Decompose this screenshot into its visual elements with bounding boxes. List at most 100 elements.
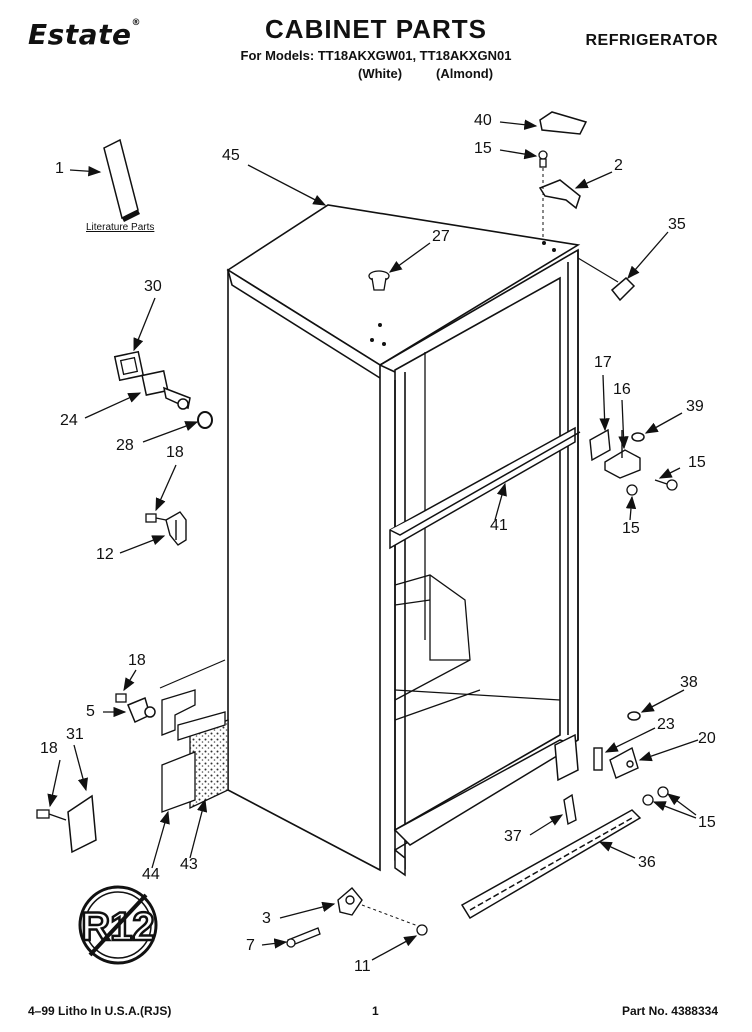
hinge-5	[127, 696, 156, 724]
leader-35	[627, 231, 669, 279]
callout-15-right: 15	[688, 454, 706, 471]
spacer-23	[593, 747, 603, 771]
callout-7: 7	[246, 937, 255, 954]
hinge-20	[609, 746, 639, 779]
callout-12: 12	[96, 546, 114, 563]
hinge-cover-31	[67, 794, 97, 854]
leader-2	[574, 171, 613, 189]
leader-15-right	[658, 467, 681, 479]
callout-18-lower: 18	[40, 740, 58, 757]
model-numbers: For Models: TT18AKXGW01, TT18AKXGN01	[240, 48, 512, 63]
leader-31	[73, 744, 89, 792]
callout-5: 5	[86, 703, 95, 720]
callout-45: 45	[222, 147, 240, 164]
screw-15-mid	[626, 484, 638, 496]
callout-18-mid: 18	[128, 652, 146, 669]
bezel-30-inner	[119, 356, 139, 376]
callout-18-upper: 18	[166, 444, 184, 461]
callout-37: 37	[504, 828, 522, 845]
screw-18-mid	[115, 693, 127, 703]
screw-15-right	[654, 479, 678, 491]
r12-badge: R12	[78, 885, 158, 965]
screw-15-top	[538, 150, 548, 168]
cabinet-interior	[394, 352, 561, 721]
washer-38	[627, 711, 641, 721]
top-hole-3	[552, 248, 556, 252]
leader-20	[638, 739, 699, 762]
callout-15-mid: 15	[622, 520, 640, 537]
footer-part-number: Part No. 4388334	[621, 1004, 718, 1018]
leader-36	[598, 841, 636, 859]
divider-bar	[389, 426, 581, 550]
callout-31: 31	[66, 726, 84, 743]
leader-16	[618, 399, 629, 450]
leader-38	[640, 689, 685, 713]
hinge-cap-40	[539, 111, 588, 135]
leader-12	[119, 535, 166, 554]
cabinet-shell	[226, 204, 581, 872]
hinge-cover-35	[610, 276, 636, 302]
callout-1: 1	[55, 160, 64, 177]
leader-18-mid	[123, 669, 137, 692]
leader-18-upper	[155, 464, 177, 512]
literature-booklet	[103, 138, 139, 220]
washer-39	[631, 432, 645, 442]
nut-28	[197, 411, 213, 429]
leader-39	[644, 412, 683, 434]
bracket-12	[165, 511, 187, 546]
literature-parts-label: Literature Parts	[86, 222, 155, 233]
leader-41	[494, 482, 507, 521]
callout-24: 24	[60, 412, 78, 429]
leader-15-top	[499, 148, 538, 160]
leader-17	[599, 374, 610, 432]
hinge-bracket-line	[159, 659, 226, 689]
callout-2: 2	[614, 157, 623, 174]
callout-41: 41	[490, 517, 508, 534]
brand-logo: Estate®	[28, 18, 141, 51]
callout-17: 17	[594, 354, 612, 371]
product-category: REFRIGERATOR	[585, 32, 718, 49]
plug-27	[368, 270, 390, 291]
callout-3: 3	[262, 910, 271, 927]
top-hole-4	[542, 241, 546, 245]
plug-hole	[378, 323, 382, 327]
callout-28: 28	[116, 437, 134, 454]
insulation-panel-top	[177, 711, 226, 741]
callout-20: 20	[698, 730, 716, 747]
leader-18-lower	[47, 759, 61, 808]
callout-16: 16	[613, 381, 631, 398]
top-hole-2	[382, 342, 386, 346]
leader-7	[261, 938, 288, 949]
screw-11-axis	[361, 904, 419, 927]
callout-15-lower: 15	[698, 814, 716, 831]
footer-litho: 4–99 Litho In U.S.A.(RJS)	[28, 1004, 172, 1018]
callout-15-top: 15	[474, 140, 492, 157]
callout-36: 36	[638, 854, 656, 871]
leader-45	[247, 164, 327, 206]
screw-18-upper	[145, 513, 167, 523]
leader-3	[279, 901, 336, 919]
leader-24	[84, 392, 142, 419]
callout-11: 11	[354, 958, 371, 975]
variant-almond: (Almond)	[436, 66, 494, 81]
leader-27	[388, 242, 431, 273]
callout-40: 40	[474, 112, 492, 129]
screws-15-lower	[642, 786, 669, 806]
leader-15-lower-a	[666, 793, 697, 816]
callout-39: 39	[686, 398, 704, 415]
control-knob-24	[141, 370, 191, 410]
hinge-bracket-17	[589, 428, 611, 462]
leader-37	[529, 814, 564, 836]
callout-38: 38	[680, 674, 698, 691]
hinge-cover-plate	[161, 689, 196, 736]
cabinet-to-35-line	[577, 257, 619, 283]
leader-23	[604, 727, 656, 753]
leader-40	[499, 119, 538, 130]
screw-18-lower	[36, 809, 67, 821]
leader-44	[151, 810, 170, 869]
leader-43	[189, 798, 208, 859]
leader-arrows	[47, 119, 699, 961]
bottom-frame	[393, 733, 579, 877]
leader-15-mid	[625, 495, 637, 521]
